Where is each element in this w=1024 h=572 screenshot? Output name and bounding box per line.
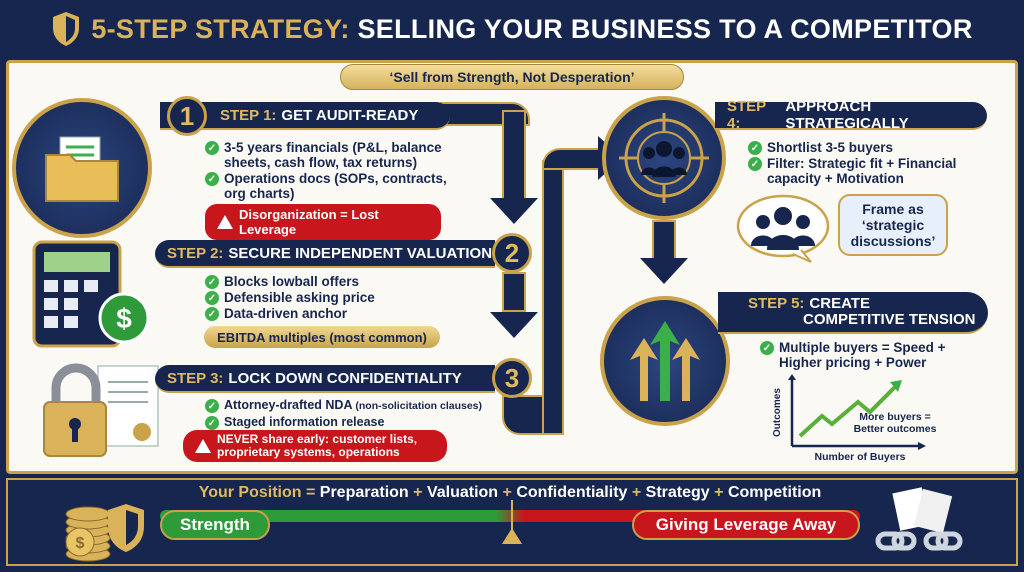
buyers-speech-bubble-icon [736,194,830,263]
step-5-list: ✓Multiple buyers = Speed + Higher pricin… [760,340,960,371]
chart-axes [790,376,923,448]
frame-speech-bubble: Frame as ‘strategic discussions’ [838,194,948,256]
shield-icon [53,12,80,46]
chart-annotation: More buyers = Better outcomes [853,411,937,435]
list-item: ✓Data-driven anchor [205,306,465,321]
outcomes-chart [788,374,926,450]
competing-arrows-icon [600,296,730,426]
strength-label: Strength [160,510,270,540]
page-title: 5-STEP STRATEGY: SELLING YOUR BUSINESS T… [91,13,973,44]
check-icon: ✓ [205,291,219,305]
list-item: ✓Multiple buyers = Speed + Higher pricin… [760,340,960,370]
step-1-list: ✓3-5 years financials (P&L, balance shee… [205,140,465,202]
flow-pipe [652,220,676,260]
check-icon: ✓ [748,141,762,155]
target-buyers-icon [602,96,726,220]
step-2-header: STEP 2:SECURE INDEPENDENT VALUATION [155,240,495,268]
leverage-away-label: Giving Leverage Away [632,510,860,540]
flow-pipe [542,160,564,435]
warning-badge: NEVER share early: customer lists, propr… [183,430,447,462]
flow-pipe [502,272,526,312]
warning-badge: Disorganization = Lost Leverage [205,204,441,240]
coins-shield-icon: $ [65,504,144,562]
arrow-down-icon [640,258,688,284]
step-4-list: ✓Shortlist 3-5 buyers ✓Filter: Strategic… [748,140,968,187]
flow-pipe [542,148,602,170]
arrow-down-icon [490,198,538,224]
check-icon: ✓ [205,416,219,430]
list-item: ✓Shortlist 3-5 buyers [748,140,968,155]
calculator-dollar-icon: $ [32,240,150,348]
valuation-note: EBITDA multiples (most common) [204,326,440,348]
step-3-list: ✓Attorney-drafted NDA (non-solicitation … [205,398,505,431]
step-number: 1 [167,96,207,136]
list-item: ✓Operations docs (SOPs, contracts, org c… [205,171,465,201]
step-4-header: STEP 4:APPROACH STRATEGICALLY [715,98,987,132]
step-number: 3 [492,358,532,398]
header: 5-STEP STRATEGY: SELLING YOUR BUSINESS T… [0,0,1024,58]
step-1-header: STEP 1:GET AUDIT-READY [160,102,450,130]
check-icon: ✓ [760,341,774,355]
check-icon: ✓ [205,307,219,321]
warning-icon [195,439,211,453]
list-item: ✓Filter: Strategic fit + Financial capac… [748,156,968,186]
subtitle-banner: ‘Sell from Strength, Not Desperation’ [340,64,684,90]
list-item: ✓Attorney-drafted NDA (non-solicitation … [205,398,505,414]
warning-icon [217,215,233,229]
list-item: ✓Staged information release [205,415,505,430]
check-icon: ✓ [205,141,219,155]
step-3-header: STEP 3:LOCK DOWN CONFIDENTIALITY [155,365,495,393]
arrow-down-icon [490,312,538,338]
position-formula: Your Position = Preparation + Valuation … [198,484,822,501]
list-item: ✓Blocks lowball offers [205,274,465,289]
check-icon: ✓ [205,399,219,413]
chart-xlabel: Number of Buyers [814,451,906,463]
list-item: ✓Defensible asking price [205,290,465,305]
chart-ylabel: Outcomes [772,388,783,438]
svg-text:$: $ [76,535,85,552]
check-icon: ✓ [205,172,219,186]
check-icon: ✓ [748,157,762,171]
svg-text:$: $ [116,303,132,334]
folder-documents-icon [12,98,152,238]
list-item: ✓3-5 years financials (P&L, balance shee… [205,140,465,170]
step-2-list: ✓Blocks lowball offers ✓Defensible askin… [205,274,465,322]
padlock-document-icon [43,363,159,457]
step-number: 2 [492,233,532,273]
trend-line [798,384,898,438]
check-icon: ✓ [205,275,219,289]
broken-chain-documents-icon [875,487,963,551]
balance-fulcrum-icon [502,500,522,544]
flow-pipe [502,110,526,200]
